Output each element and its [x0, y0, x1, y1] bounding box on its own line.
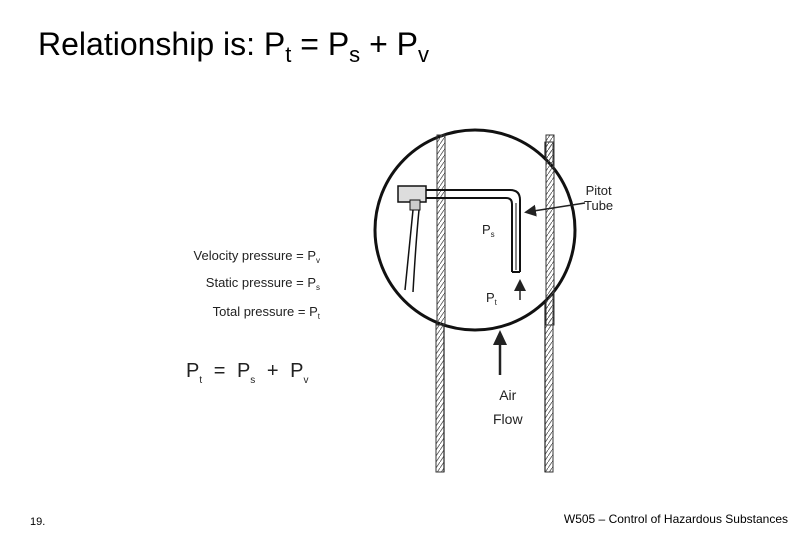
- air-label: Air: [499, 387, 517, 403]
- title-sub-t: t: [285, 42, 292, 67]
- airflow-arrow: [493, 330, 507, 375]
- title-eq: = P: [291, 26, 350, 62]
- formula-p2: P: [236, 360, 251, 382]
- definition-velocity: Velocity pressure = Pv: [194, 248, 320, 265]
- definition-velocity-sub: v: [316, 256, 320, 265]
- ps-letter: P: [482, 222, 491, 237]
- magnifier-circle: [373, 128, 577, 332]
- static-pressure-label: Ps: [482, 222, 495, 239]
- pt-sub: t: [494, 298, 497, 307]
- title-plus: + P: [360, 26, 418, 62]
- formula-sub-v: v: [303, 375, 309, 386]
- definition-velocity-label: Velocity pressure = P: [193, 248, 316, 263]
- formula-sub-s: s: [250, 375, 256, 386]
- formula-sub-t: t: [199, 375, 203, 386]
- air-flow-label: Air Flow: [493, 383, 523, 431]
- title-text: Relationship is: P: [38, 26, 286, 62]
- formula-equals: =: [213, 360, 226, 382]
- definition-total: Total pressure = Pt: [213, 304, 320, 321]
- title-sub-v: v: [417, 42, 429, 67]
- formula-p1: P: [186, 360, 200, 382]
- pressure-formula: Pt = Ps + Pv: [186, 360, 308, 386]
- definition-total-sub: t: [317, 312, 320, 321]
- title-sub-s: s: [349, 42, 361, 67]
- pitot-label-line1: Pitot: [585, 183, 612, 198]
- formula-plus: +: [266, 360, 279, 382]
- formula-p3: P: [290, 360, 304, 382]
- pt-letter: P: [486, 290, 495, 305]
- total-pressure-label: Pt: [486, 290, 497, 307]
- pitot-tube: [397, 185, 521, 293]
- definition-static: Static pressure = Ps: [206, 275, 320, 292]
- duct-walls-magnified: [436, 134, 555, 326]
- definition-static-label: Static pressure = P: [205, 275, 316, 290]
- slide-number: 19.: [30, 516, 46, 528]
- footer-course-title: W505 – Control of Hazardous Substances: [563, 512, 788, 526]
- ps-sub: s: [490, 230, 495, 239]
- definition-total-label: Total pressure = P: [212, 304, 318, 319]
- pitot-pointer-arrow: [524, 202, 586, 217]
- pitot-label-line2: Tube: [584, 198, 614, 213]
- slide-title: Relationship is: Pt = Ps + Pv: [38, 24, 429, 67]
- definition-static-sub: s: [316, 283, 320, 292]
- flow-label: Flow: [493, 411, 523, 427]
- pitot-tube-label: Pitot Tube: [584, 183, 613, 213]
